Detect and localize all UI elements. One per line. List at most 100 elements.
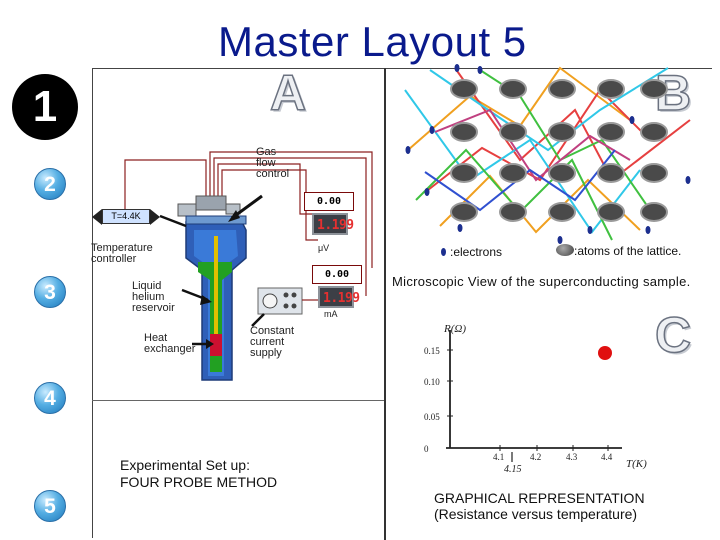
y-tick-label: 0.15 [424, 346, 440, 356]
lattice-atom [450, 122, 478, 142]
graph-data-point [598, 346, 612, 360]
current-supply-knob-4 [291, 303, 297, 309]
lattice-atom [597, 79, 625, 99]
graph-y-ticks: 0.15 0.10 0.05 0 [424, 346, 453, 454]
electron-dot [587, 226, 593, 234]
x-tick-label: 4.1 [493, 452, 504, 462]
lattice-atom [499, 163, 527, 183]
graph-caption-line2: (Resistance versus temperature) [434, 506, 638, 522]
temperature-label: Temperature controller [91, 242, 153, 265]
electron-dot [685, 176, 691, 184]
number-badge-4: 4 [34, 382, 66, 414]
lattice-atom [640, 202, 668, 222]
layout-frame [92, 68, 712, 538]
lattice-atom [640, 122, 668, 142]
lattice-atom [640, 79, 668, 99]
helium-label: Liquid helium reservoir [132, 280, 175, 314]
horizontal-divider [92, 400, 384, 401]
heat-exchanger-label: Heat exchanger [144, 332, 196, 355]
lattice-atom [548, 163, 576, 183]
electron-path [454, 67, 691, 182]
voltage-unit: μV [318, 243, 330, 253]
lattice-atoms [450, 79, 668, 222]
temperature-arrow [159, 214, 187, 228]
electron-dot [629, 116, 635, 124]
wire-1 [209, 151, 373, 268]
y-tick-label: 0.10 [424, 377, 440, 387]
electron-dot [454, 64, 460, 72]
gas-flow-readout: 0.00 [304, 192, 354, 211]
number-badge-1: 1 [12, 74, 78, 140]
current-supply-dial [262, 293, 278, 309]
voltage-meter: 1.199 [312, 213, 354, 235]
y-tick-label: 0.05 [424, 412, 440, 422]
setup-caption-line1: Experimental Set up: [120, 457, 250, 473]
electron-path [429, 67, 669, 152]
current-supply-knob-2 [291, 292, 297, 298]
panel-letter-c: C [654, 306, 692, 364]
lattice-atom [450, 202, 478, 222]
temperature-controller-right-arrow [150, 209, 160, 225]
current-unit: mA [324, 309, 338, 319]
electron-dot [557, 236, 563, 244]
legend-electrons: :electrons [450, 245, 503, 259]
lattice-atom [597, 163, 625, 183]
legend-atom-icon [556, 244, 574, 256]
number-badge-5: 5 [34, 490, 66, 522]
electron-dot [429, 126, 435, 134]
lattice-atom [597, 202, 625, 222]
lattice-atom [499, 122, 527, 142]
wire-5 [124, 159, 207, 209]
number-badge-2: 2 [34, 168, 66, 200]
lattice-caption: Microscopic View of the superconducting … [392, 274, 691, 289]
lattice-atom [548, 202, 576, 222]
current-meter-digits: 1.199 [323, 291, 360, 306]
electron-path [424, 149, 616, 212]
lattice-atom [548, 122, 576, 142]
electron-dot [645, 226, 651, 234]
x-tick-label: 4.3 [566, 452, 578, 462]
electron-dots [405, 64, 691, 244]
lattice-atom [640, 163, 668, 183]
electron-path [439, 174, 641, 234]
electron-dot [424, 188, 430, 196]
graph-x-ticks: 4.1 4.2 4.3 4.4 [493, 445, 613, 462]
temperature-box: T=4.4K [102, 209, 150, 224]
current-supply-knob-3 [283, 303, 289, 309]
y-tick-label: 0 [424, 444, 429, 454]
cryostat-neck [185, 215, 247, 225]
helium-arrowhead [200, 295, 212, 305]
electron-path [434, 108, 631, 182]
cryostat-top-fitting [195, 195, 227, 211]
current-meter: 1.199 [318, 286, 360, 308]
gas-flow-arrowhead [228, 210, 240, 222]
legend-atoms: :atoms of the lattice. [574, 244, 682, 258]
panel-letter-a: A [269, 64, 307, 122]
temperature-controller-left-arrow [92, 209, 102, 225]
wire-4 [221, 169, 318, 241]
sample-stick [214, 236, 218, 334]
lattice-atom [450, 163, 478, 183]
x-tick-label: 4.2 [530, 452, 541, 462]
heat-exchanger-block [210, 334, 222, 356]
electron-dot [457, 224, 463, 232]
graph-xlabel: T(K) [626, 458, 647, 470]
page-title: Master Layout 5 [218, 18, 527, 65]
setup-caption-line2: FOUR PROBE METHOD [120, 474, 278, 490]
gas-flow-label: Gas flow control [256, 146, 290, 180]
electron-path [427, 88, 651, 191]
wire-2 [213, 157, 367, 296]
lattice-atom [548, 79, 576, 99]
electron-dot [405, 146, 411, 154]
x-tick-label: 4.4 [601, 452, 613, 462]
lattice-atom [499, 79, 527, 99]
heat-exchanger-arrowhead [206, 339, 214, 349]
graph-ylabel: R(Ω) [443, 323, 466, 335]
constant-current-arrow [251, 313, 265, 327]
lattice-atom [499, 202, 527, 222]
lattice-atom [597, 122, 625, 142]
graph-caption-line1: GRAPHICAL REPRESENTATION [434, 490, 645, 506]
voltage-meter-digits: 1.199 [317, 218, 354, 233]
